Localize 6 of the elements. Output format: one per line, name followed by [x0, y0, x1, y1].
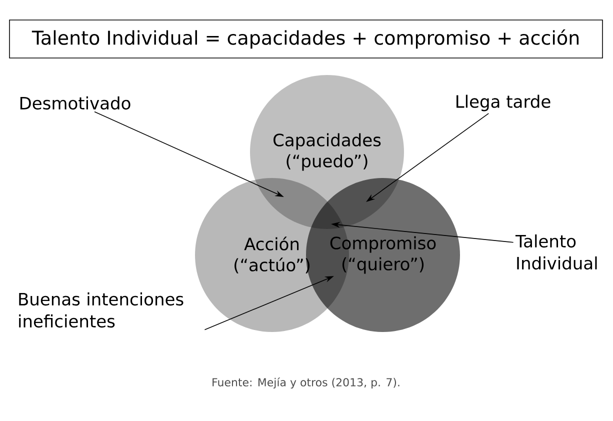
callout-label: Talento Individual: [515, 234, 597, 270]
callout-label: Buenas intenciones ineficientes: [19, 292, 184, 328]
title-box: Talento Individual = capacidades + compromiso + acción: [9, 20, 603, 58]
caption: Fuente: Mejía y otros (2013, p. 7).: [212, 377, 400, 389]
callout-label: Llega tarde: [456, 94, 550, 112]
callout-label: Desmotivado: [20, 96, 130, 110]
